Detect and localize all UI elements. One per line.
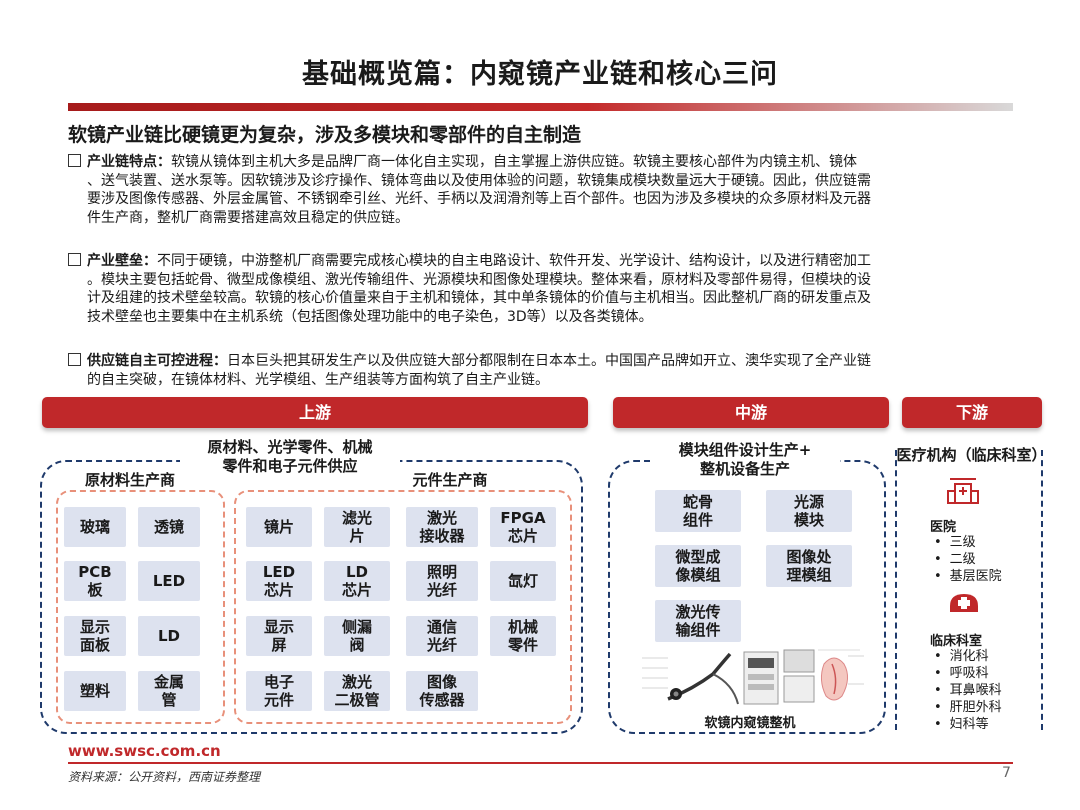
checkbox-bullet-icon	[68, 353, 81, 366]
module-cell: 光源模块	[766, 490, 852, 532]
component-cell: 镜片	[246, 507, 312, 547]
component-cell: 照明光纤	[406, 561, 478, 601]
upstream-group-title: 原材料、光学零件、机械 零件和电子元件供应	[180, 438, 400, 476]
component-cell: 侧漏阀	[324, 616, 390, 656]
module-cell: 微型成像模组	[655, 545, 741, 587]
component-cell: 通信光纤	[406, 616, 478, 656]
raw-cell: 塑料	[64, 671, 126, 711]
footer-source: 资料来源：公开资料，西南证券整理	[68, 770, 261, 784]
component-cell: 图像传感器	[406, 671, 478, 711]
list-item: 妇科等	[934, 716, 1002, 733]
checkbox-bullet-icon	[68, 253, 81, 266]
paragraph-industry-barrier: 产业壁垒：不同于硬镜，中游整机厂商需要完成核心模块的自主电路设计、软件开发、光学…	[68, 252, 1018, 326]
footer-url-link[interactable]: www.swsc.com.cn	[68, 742, 221, 760]
component-title: 元件生产商	[412, 471, 488, 489]
raw-cell: 显示面板	[64, 616, 126, 656]
endoscope-machine-illustration	[642, 649, 864, 705]
component-cell: 显示屏	[246, 616, 312, 656]
component-box	[234, 490, 572, 724]
stage-midstream-bar: 中游	[613, 397, 889, 428]
list-item: 耳鼻喉科	[934, 682, 1002, 699]
raw-material-title: 原材料生产商	[84, 471, 175, 489]
paragraph-label: 供应链自主可控进程：	[87, 353, 227, 369]
downstream-title: 医疗机构（临床科室）	[896, 446, 1047, 464]
hospital-label: 医院	[930, 520, 957, 535]
raw-cell: LD	[138, 616, 200, 656]
list-item: 消化科	[934, 648, 1002, 665]
list-item: 三级	[934, 534, 1002, 551]
department-list: 消化科 呼吸科 耳鼻喉科 肝胆外科 妇科等	[934, 648, 1002, 733]
paragraph-label: 产业链特点：	[87, 154, 171, 170]
midstream-title: 模块组件设计生产+ 整机设备生产	[650, 441, 840, 479]
stage-upstream-bar: 上游	[42, 397, 588, 428]
list-item: 肝胆外科	[934, 699, 1002, 716]
component-cell: 激光二极管	[324, 671, 390, 711]
paragraph-supply-chain-progress: 供应链自主可控进程：日本巨头把其研发生产以及供应链大部分都限制在日本本土。中国国…	[68, 352, 1018, 389]
section-subtitle: 软镜产业链比硬镜更为复杂，涉及多模块和零部件的自主制造	[68, 124, 582, 146]
raw-cell: 玻璃	[64, 507, 126, 547]
title-divider	[68, 103, 1013, 111]
footer-divider	[68, 762, 1013, 764]
checkbox-bullet-icon	[68, 154, 81, 167]
component-cell: 滤光片	[324, 507, 390, 547]
raw-material-box	[56, 490, 225, 724]
downstream-container	[895, 450, 1043, 730]
raw-cell: 透镜	[138, 507, 200, 547]
raw-cell: 金属管	[138, 671, 200, 711]
module-cell: 激光传输组件	[655, 600, 741, 642]
raw-cell: LED	[138, 561, 200, 601]
nurse-cap-icon	[950, 594, 978, 612]
component-cell: 电子元件	[246, 671, 312, 711]
component-cell: 激光接收器	[406, 507, 478, 547]
list-item: 二级	[934, 551, 1002, 568]
page-title: 基础概览篇：内窥镜产业链和核心三问	[302, 59, 778, 90]
paragraph-chain-features: 产业链特点：软镜从镜体到主机大多是品牌厂商一体化自主实现，自主掌握上游供应链。软…	[68, 153, 1018, 227]
hospital-building-icon	[947, 478, 979, 504]
list-item: 基层医院	[934, 568, 1002, 585]
hospital-list: 三级 二级 基层医院	[934, 534, 1002, 585]
module-cell: 蛇骨组件	[655, 490, 741, 532]
component-cell: 机械零件	[490, 616, 556, 656]
stage-downstream-bar: 下游	[902, 397, 1042, 428]
component-cell: 氙灯	[490, 561, 556, 601]
machine-caption: 软镜内窥镜整机	[704, 716, 796, 731]
department-label: 临床科室	[930, 634, 983, 649]
module-cell: 图像处理模组	[766, 545, 852, 587]
page-number: 7	[1002, 765, 1011, 781]
list-item: 呼吸科	[934, 665, 1002, 682]
paragraph-label: 产业壁垒：	[87, 253, 157, 269]
